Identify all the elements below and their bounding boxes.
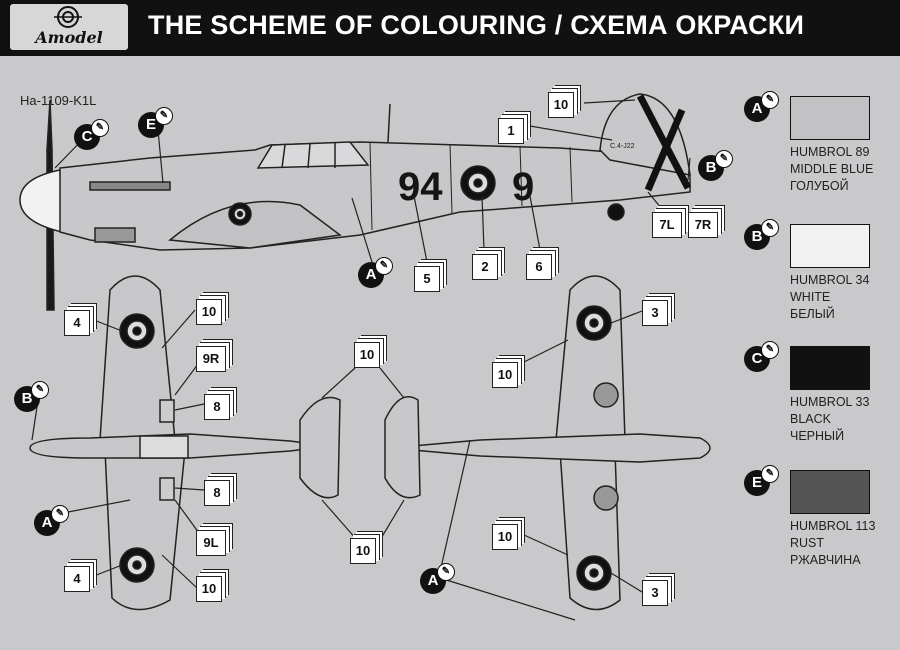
paint-badge-c-spinner: C✎ xyxy=(74,119,109,150)
brush-icon: ✎ xyxy=(437,563,455,581)
decal-callout-10-underside-upper: 10 xyxy=(492,362,518,388)
top-view xyxy=(29,275,341,611)
brush-icon: ✎ xyxy=(761,91,779,109)
brush-icon: ✎ xyxy=(155,107,173,125)
brush-icon: ✎ xyxy=(31,381,49,399)
decal-callout-2: 2 xyxy=(472,254,498,280)
model-label: Ha-1109-K1L xyxy=(20,93,97,108)
decal-callout-3-lower: 3 xyxy=(642,580,668,606)
decal-callout-9l: 9L xyxy=(196,530,226,556)
paint-badge-b-spinner-top: B✎ xyxy=(14,381,49,412)
decal-callout-4-lower: 4 xyxy=(64,566,90,592)
decal-callout-3-upper: 3 xyxy=(642,300,668,326)
side-view xyxy=(19,93,692,311)
color-swatch-b xyxy=(790,224,870,268)
paint-badge-c: C✎ xyxy=(744,341,779,372)
header-bar: Amodel THE SCHEME OF COLOURING / СХЕМА О… xyxy=(0,0,900,56)
decal-callout-10-lower-wing: 10 xyxy=(196,576,222,602)
paint-badge-e-exhaust: E✎ xyxy=(138,107,173,138)
brush-icon: ✎ xyxy=(761,465,779,483)
paint-badge-a: A✎ xyxy=(744,91,779,122)
fuselage-code-right: 9 xyxy=(512,165,534,209)
color-swatch-c xyxy=(790,346,870,390)
color-swatch-a xyxy=(790,96,870,140)
page-title: THE SCHEME OF COLOURING / СХЕМА ОКРАСКИ xyxy=(148,10,805,40)
brush-icon: ✎ xyxy=(761,219,779,237)
brush-icon: ✎ xyxy=(715,150,733,168)
logo-text: Amodel xyxy=(35,28,103,47)
paint-badge-b-tail: B✎ xyxy=(698,150,733,181)
paint-badge-a-top: A✎ xyxy=(34,505,69,536)
paint-badge-e: E✎ xyxy=(744,465,779,496)
decal-callout-7l: 7L xyxy=(652,212,682,238)
tail-marking: C.4-J22 xyxy=(610,143,635,150)
decal-callout-10-tail-bottom: 10 xyxy=(350,538,376,564)
aircraft-drawings: 94 9 C.4-J22 xyxy=(19,93,711,621)
fuselage-code-left: 94 xyxy=(398,165,443,209)
decal-callout-6: 6 xyxy=(526,254,552,280)
decal-callout-4-upper: 4 xyxy=(64,310,90,336)
decal-callout-10-upper-wing: 10 xyxy=(196,299,222,325)
decal-callout-10: 10 xyxy=(548,92,574,118)
bottom-view xyxy=(384,275,711,611)
logo-roundel-icon xyxy=(54,6,82,28)
decal-callout-10-underside-lower: 10 xyxy=(492,524,518,550)
color-swatch-e xyxy=(790,470,870,514)
brush-icon: ✎ xyxy=(761,341,779,359)
decal-callout-9r: 9R xyxy=(196,346,226,372)
paint-badge-a-bottom: A✎ xyxy=(420,563,455,594)
brush-icon: ✎ xyxy=(51,505,69,523)
decal-callout-5: 5 xyxy=(414,266,440,292)
decal-callout-8-lower: 8 xyxy=(204,480,230,506)
brush-icon: ✎ xyxy=(91,119,109,137)
brush-icon: ✎ xyxy=(375,257,393,275)
decal-callout-7r: 7R xyxy=(688,212,718,238)
amodel-logo: Amodel xyxy=(10,4,128,50)
paint-badge-a-side: A✎ xyxy=(358,257,393,288)
paint-badge-b: B✎ xyxy=(744,219,779,250)
decal-callout-1: 1 xyxy=(498,118,524,144)
decal-callout-10-tail-top: 10 xyxy=(354,342,380,368)
decal-callout-8-upper: 8 xyxy=(204,394,230,420)
